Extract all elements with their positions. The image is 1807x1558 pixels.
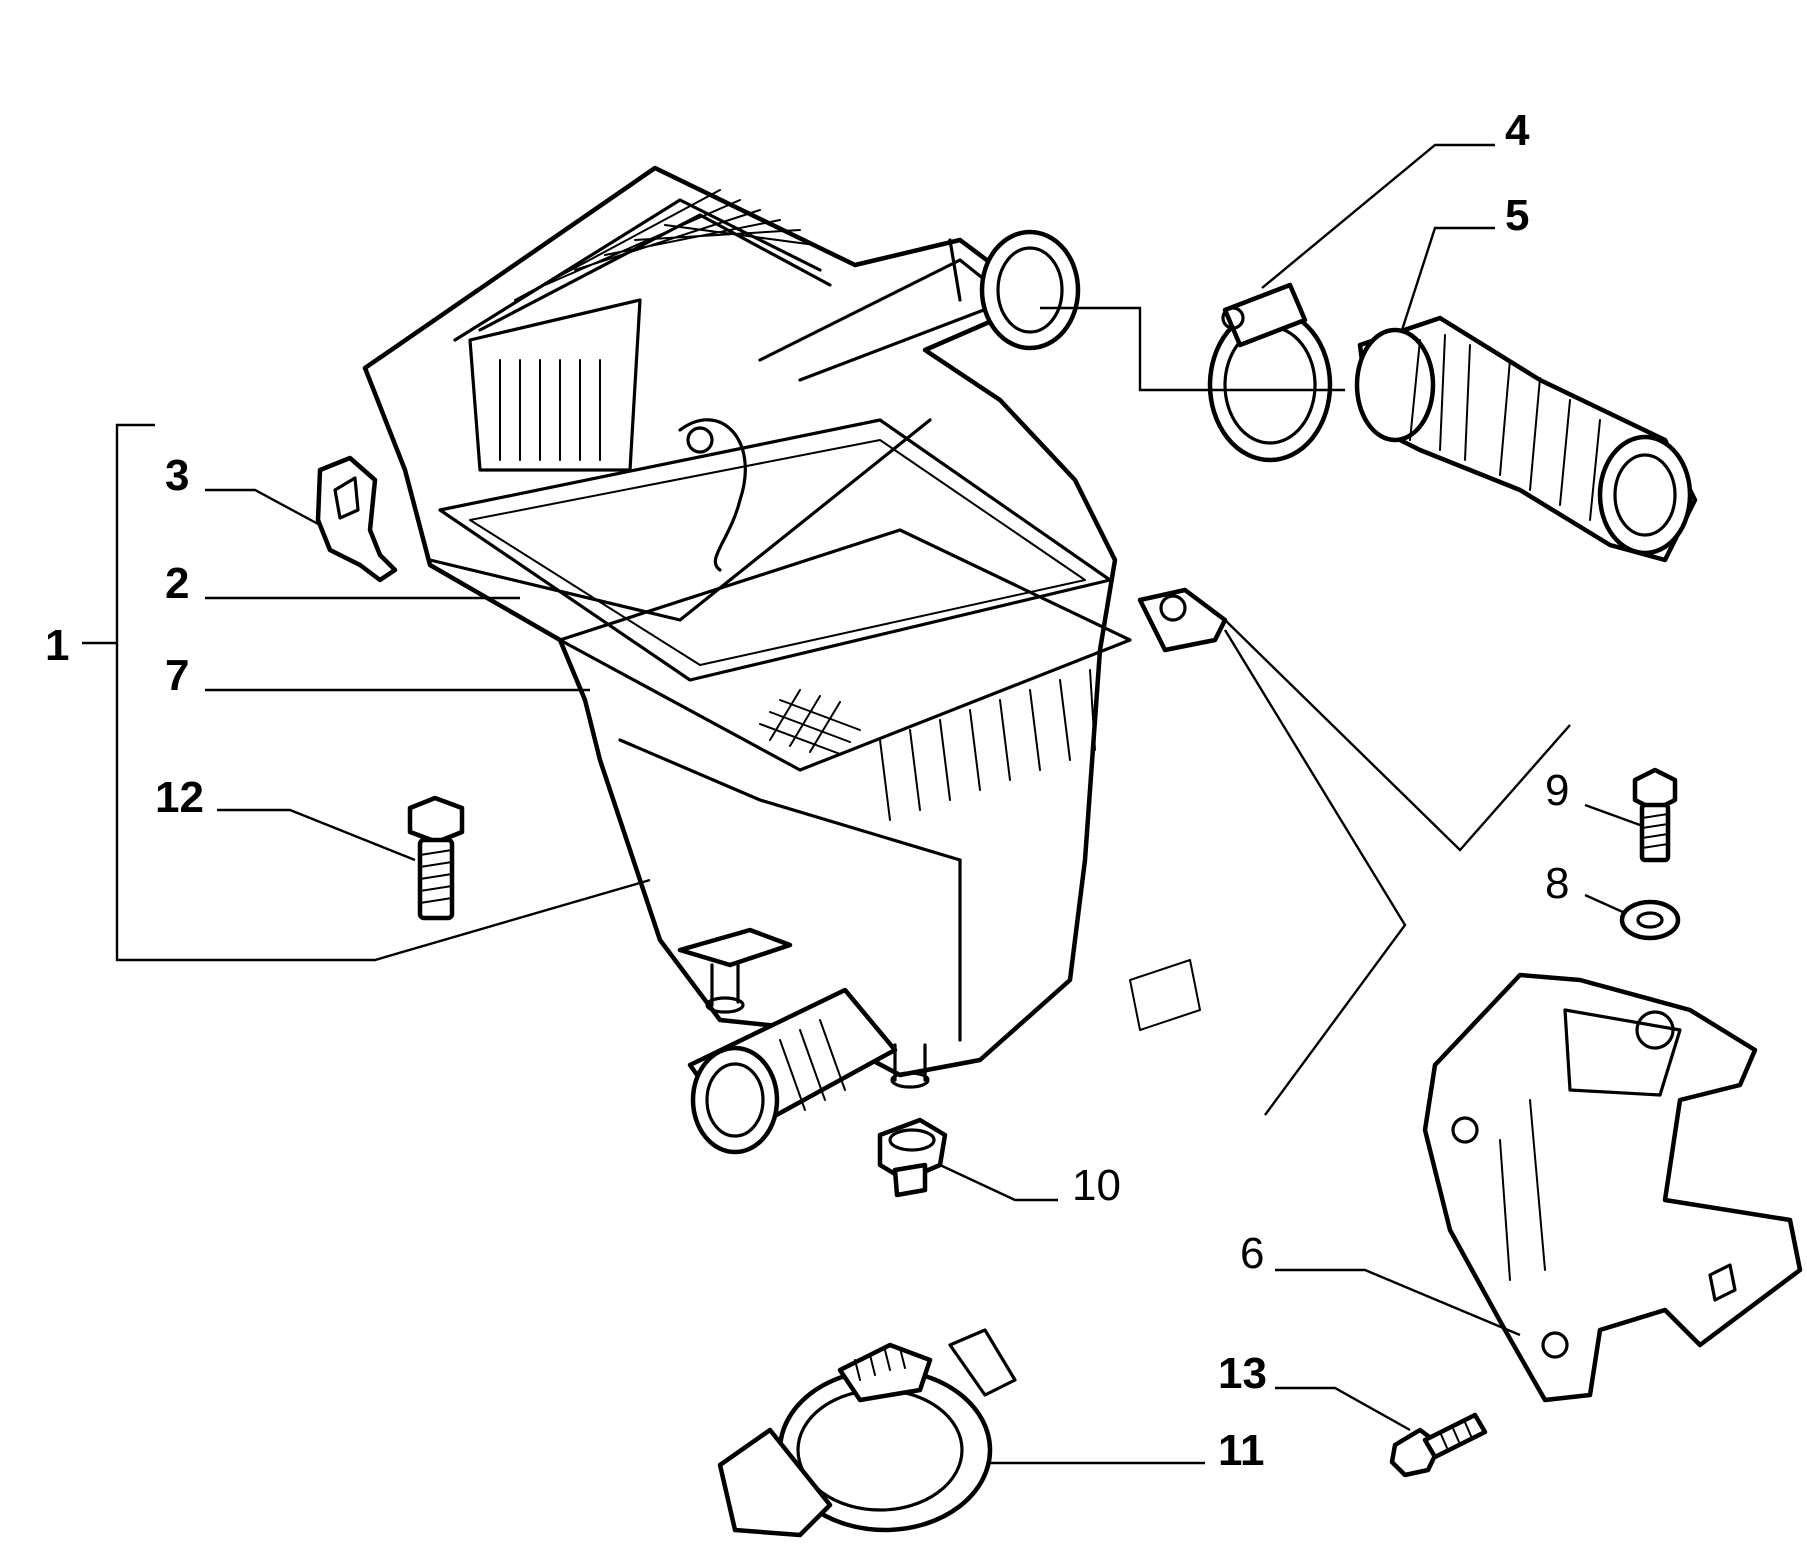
- hose-clamp-icon: [1207, 282, 1333, 463]
- bolt-icon: [407, 795, 465, 921]
- callout-3: 3: [165, 451, 189, 500]
- callout-2: 2: [165, 559, 189, 608]
- callout-labels: 1 2 3 4 5 6 7 8 9 10 11 12 13: [45, 106, 1569, 1475]
- callout-4: 4: [1505, 106, 1530, 155]
- air-filter-assembly-icon: [362, 165, 1228, 1155]
- callout-7: 7: [165, 651, 189, 700]
- callout-6: 6: [1240, 1229, 1264, 1278]
- callout-8: 8: [1545, 859, 1569, 908]
- mounting-bracket-icon: [1422, 972, 1803, 1403]
- spring-clip-icon: [315, 455, 398, 583]
- callout-13: 13: [1218, 1349, 1267, 1398]
- large-clamp-icon: [717, 1328, 1017, 1538]
- washer-icon: [1619, 899, 1681, 941]
- rubber-mount-icon: [877, 1117, 948, 1198]
- callout-1: 1: [45, 621, 69, 670]
- screw-icon: [1389, 1412, 1488, 1478]
- callout-11: 11: [1218, 1426, 1265, 1475]
- callout-10: 10: [1072, 1161, 1121, 1210]
- leader-lines: [82, 143, 1641, 1465]
- bolt-icon: [1632, 767, 1678, 863]
- callout-9: 9: [1545, 766, 1569, 815]
- callout-12: 12: [155, 773, 204, 822]
- callout-5: 5: [1505, 191, 1529, 240]
- intake-hose-icon: [1354, 315, 1698, 563]
